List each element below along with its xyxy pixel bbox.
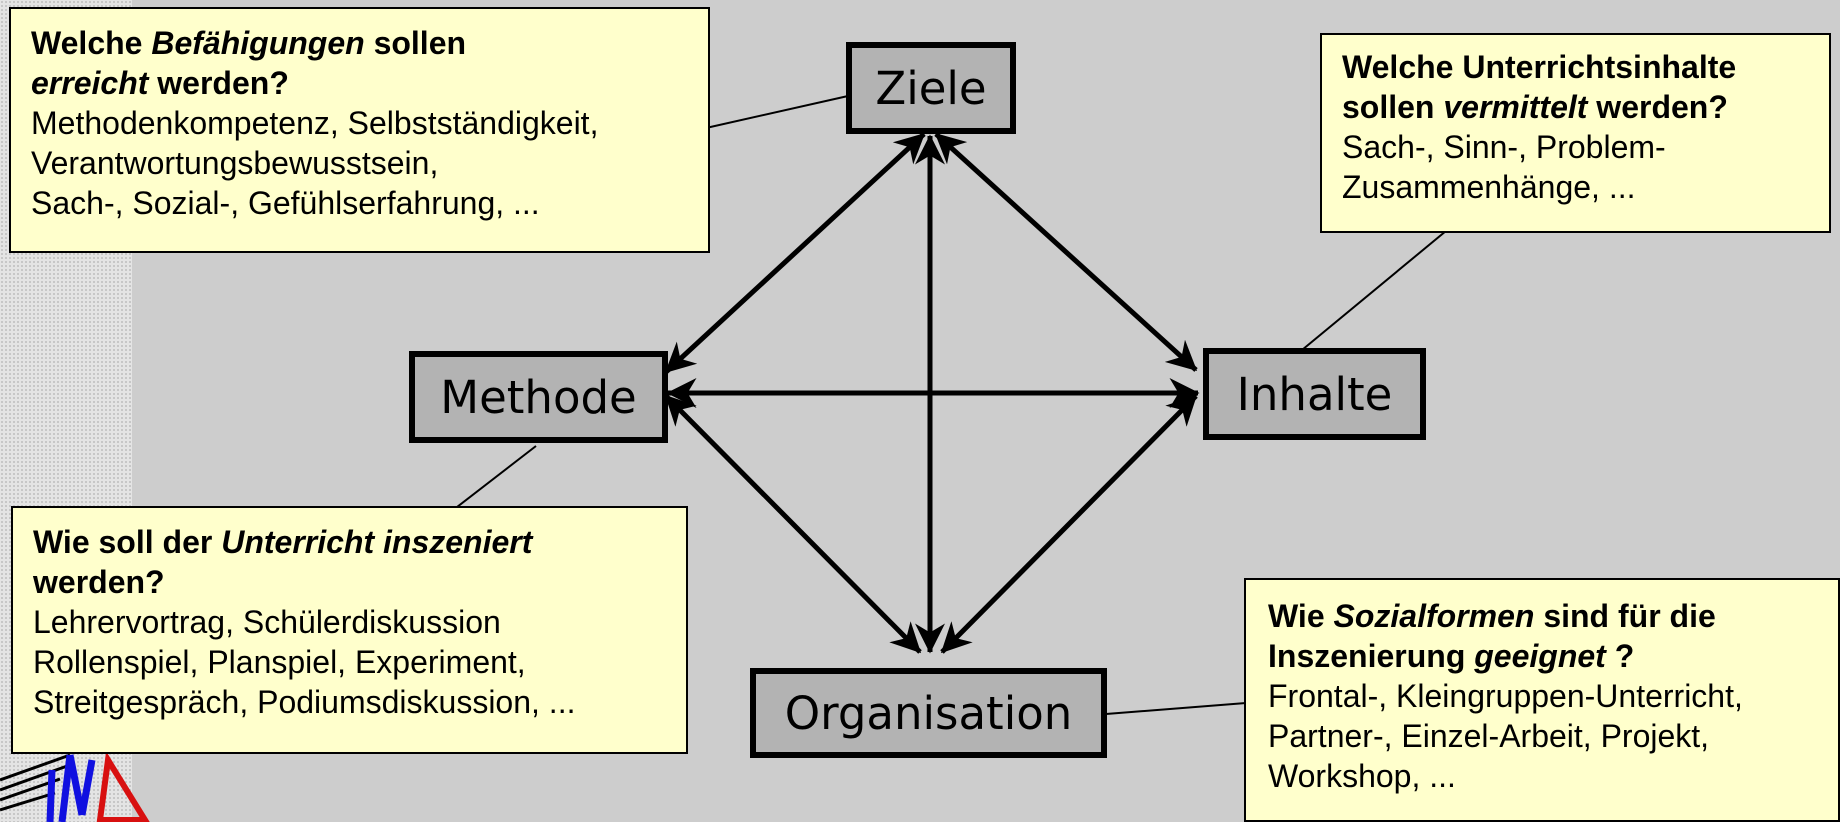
connector-organisation-note: [1105, 702, 1247, 715]
note-methode: Wie soll der Unterricht inszeniert werde…: [11, 506, 688, 754]
note-ziele-question-line2: erreicht werden?: [31, 65, 289, 101]
edge-ziele-inhalte: [934, 132, 1198, 372]
note-methode-text: Lehrervortrag, Schülerdiskussion: [33, 604, 501, 640]
note-ziele-question-line1: Welche Befähigungen sollen: [31, 25, 467, 61]
note-organisation-text: Workshop, ...: [1268, 758, 1456, 794]
edge-inhalte-organisation: [940, 394, 1198, 654]
node-organisation: Organisation: [750, 668, 1107, 758]
note-methode-text: Streitgespräch, Podiumsdiskussion, ...: [33, 684, 576, 720]
note-methode-question-line1: Wie soll der Unterricht inszeniert: [33, 524, 533, 560]
node-methode: Methode: [409, 351, 668, 443]
note-organisation: Wie Sozialformen sind für die Inszenieru…: [1244, 578, 1840, 822]
connector-methode-note: [447, 445, 537, 515]
connector-ziele-note: [705, 95, 849, 129]
connector-inhalte-note: [1301, 225, 1453, 351]
logo-fragment: [0, 751, 150, 822]
node-inhalte: Inhalte: [1203, 348, 1426, 440]
note-inhalte-text: Sach-, Sinn-, Problem-: [1342, 129, 1666, 165]
edge-methode-organisation: [664, 394, 922, 654]
note-ziele-text: Verantwortungsbewusstsein,: [31, 145, 439, 181]
note-ziele: Welche Befähigungen sollen erreicht werd…: [9, 7, 710, 253]
note-ziele-text: Methodenkompetenz, Selbstständigkeit,: [31, 105, 599, 141]
note-methode-text: Rollenspiel, Planspiel, Experiment,: [33, 644, 526, 680]
note-organisation-question-line1: Wie Sozialformen sind für die: [1268, 598, 1716, 634]
note-ziele-text: Sach-, Sozial-, Gefühlserfahrung, ...: [31, 185, 540, 221]
note-organisation-text: Partner-, Einzel-Arbeit, Projekt,: [1268, 718, 1710, 754]
note-inhalte-text: Zusammenhänge, ...: [1342, 169, 1636, 205]
note-inhalte-question-line1: Welche Unterrichtsinhalte: [1342, 49, 1737, 85]
node-ziele: Ziele: [846, 42, 1016, 134]
note-inhalte: Welche Unterrichtsinhalte sollen vermitt…: [1320, 33, 1831, 233]
note-methode-question-line2: werden?: [33, 564, 165, 600]
note-inhalte-question-line2: sollen vermittelt werden?: [1342, 89, 1728, 125]
edge-ziele-methode: [664, 132, 926, 374]
note-organisation-question-line2: Inszenierung geeignet ?: [1268, 638, 1635, 674]
note-organisation-text: Frontal-, Kleingruppen-Unterricht,: [1268, 678, 1743, 714]
